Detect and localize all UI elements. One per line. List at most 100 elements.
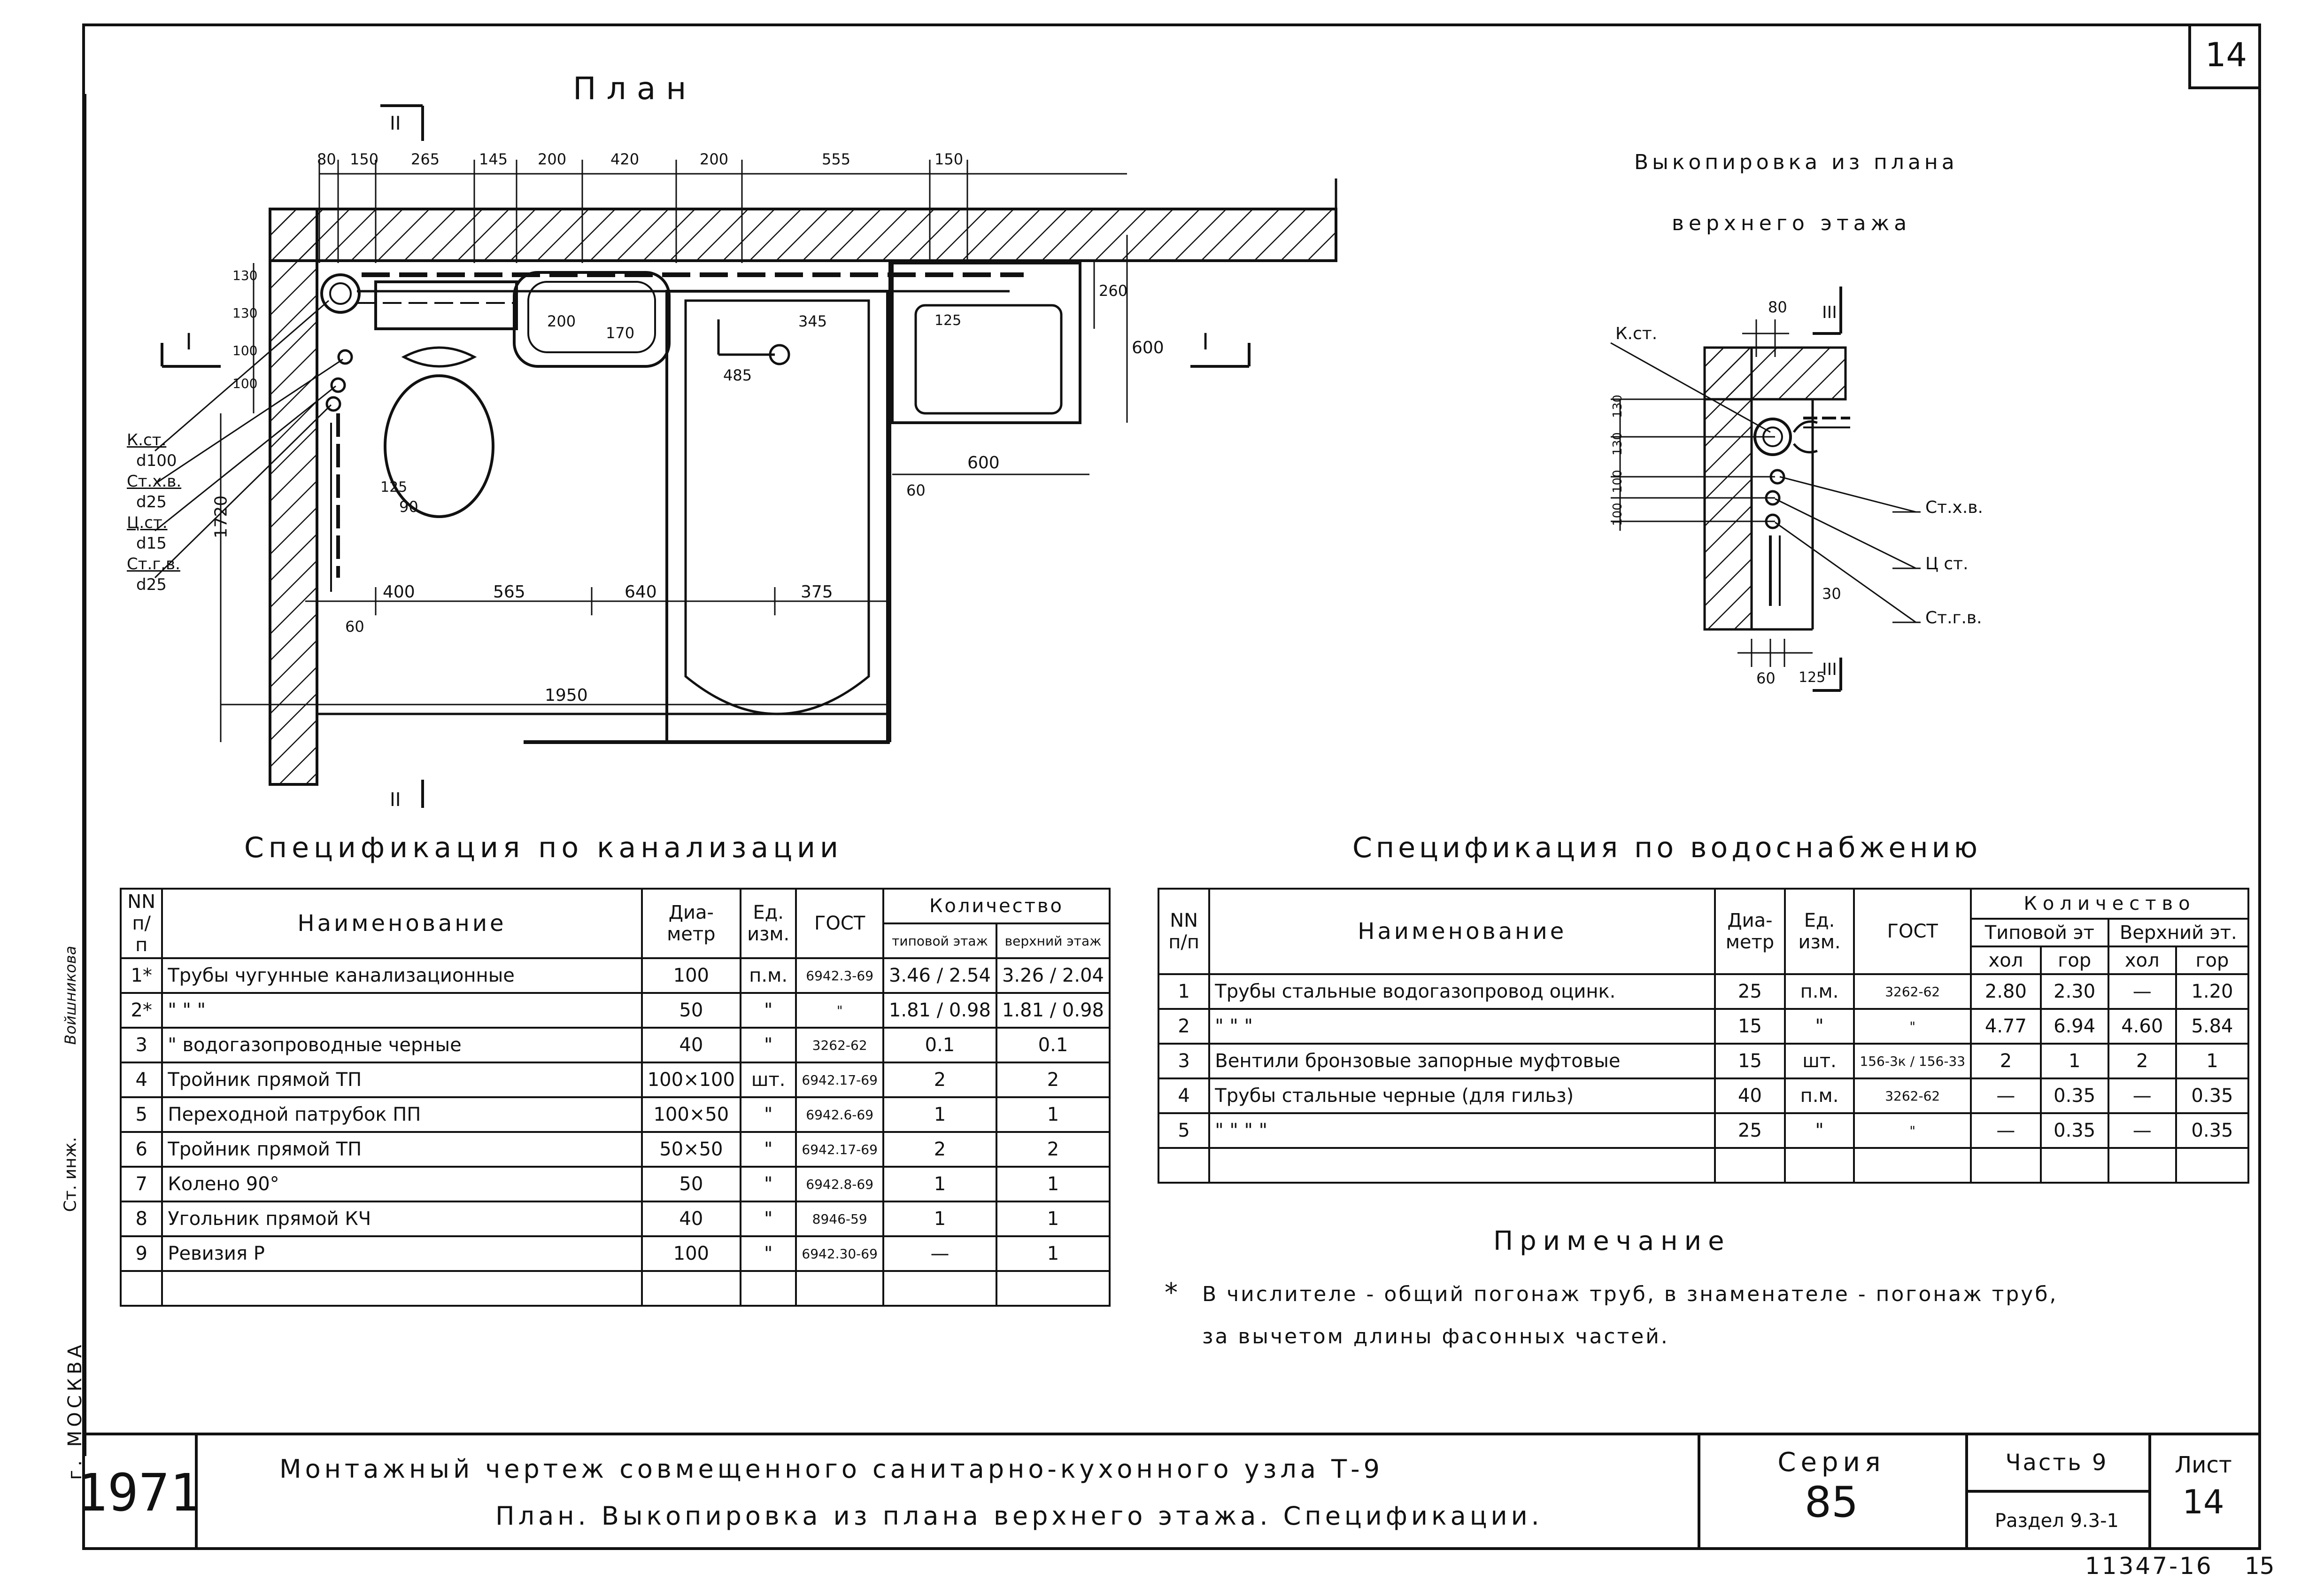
bottom-dim-375: 375: [801, 582, 833, 602]
water-h-qty: Количество: [1970, 888, 2249, 920]
title-block: 1971 Монтажный чертеж совмещенного санит…: [77, 1433, 2261, 1550]
water-cell-u-cold: —: [2107, 1112, 2177, 1149]
water-spec-title: Спецификация по водоснабжению: [1352, 831, 1982, 864]
sewer-cell-upper: 2: [995, 1131, 1111, 1168]
water-cell-u-cold: [2107, 1147, 2177, 1184]
sewer-h-unit: Ед. изм.: [739, 888, 797, 959]
sheet-number-box: 14: [2188, 23, 2261, 89]
sewer-cell-n: 1*: [119, 957, 163, 994]
excerpt-title-line2: верхнего этажа: [1672, 211, 1912, 235]
sewer-cell-upper: 1: [995, 1235, 1111, 1272]
part-label: Часть 9: [1965, 1435, 2148, 1493]
section-mark-I-left: I: [185, 329, 193, 355]
water-h-t-cold: хол: [1970, 946, 2042, 975]
engineer-role: Ст. инж.: [61, 1137, 80, 1212]
sewer-cell-typical: —: [882, 1235, 997, 1272]
excerpt-drawing: [1610, 287, 1921, 692]
sewer-cell-upper: 0.1: [995, 1027, 1111, 1063]
bottom-code: 11347-16: [2085, 1552, 2213, 1580]
toilet-bowl: [384, 374, 494, 518]
sewer-cell-gost: 6942.17-69: [795, 1062, 884, 1098]
dim-600-vert: 600: [1132, 338, 1164, 357]
excerpt-label-st-xv: Ст.х.в.: [1925, 498, 1983, 517]
drawing-title-cell: Монтажный чертеж совмещенного санитарно-…: [195, 1435, 1700, 1550]
water-h-u-hot: гор: [2175, 946, 2250, 975]
sewer-cell-upper: 2: [995, 1062, 1111, 1098]
sewer-cell-name: " водогазопроводные черные: [161, 1027, 643, 1063]
water-h-num: NN п/п: [1157, 888, 1211, 975]
sewer-cell-dia: 50×50: [641, 1131, 741, 1168]
water-h-gost: ГОСТ: [1853, 888, 1972, 975]
riser-c-st-dia: d15: [136, 534, 167, 553]
water-cell-t-cold: 2: [1970, 1043, 2042, 1079]
dim-200b: 200: [700, 150, 729, 168]
series-cell: Серия 85: [1698, 1435, 1968, 1550]
riser-st-gv-dia: d25: [136, 575, 167, 594]
water-cell-n: 1: [1157, 973, 1211, 1010]
sewer-cell-typical: 1: [882, 1166, 997, 1202]
sewer-cell-upper: 1.81 / 0.98: [995, 992, 1111, 1029]
sewer-cell-typical: 2: [882, 1131, 997, 1168]
sewer-cell-gost: [795, 1270, 884, 1307]
engineer-name: Войшникова: [62, 946, 79, 1045]
water-cell-t-cold: —: [1970, 1077, 2042, 1114]
water-h-dia: Диа-метр: [1714, 888, 1786, 975]
sewer-row: [119, 1270, 1111, 1307]
water-cell-gost: 3262-62: [1853, 1077, 1972, 1114]
sewer-cell-unit: ": [739, 1096, 797, 1133]
sewer-cell-n: 2*: [119, 992, 163, 1029]
drawing-frame: [82, 23, 2261, 1550]
bottom-dim-400: 400: [383, 582, 415, 602]
drawing-title-line2: План. Выкопировка из плана верхнего этаж…: [495, 1501, 1543, 1531]
dim-150b: 150: [934, 150, 964, 168]
series-value: 85: [1804, 1478, 1859, 1527]
water-cell-t-hot: [2039, 1147, 2109, 1184]
sewer-cell-name: Тройник прямой ТП: [161, 1062, 643, 1098]
dim-265: 265: [411, 150, 440, 168]
sewer-h-typical: типовой этаж: [882, 922, 997, 959]
water-cell-u-cold: —: [2107, 973, 2177, 1010]
sewer-cell-name: Тройник прямой ТП: [161, 1131, 643, 1168]
water-cell-n: [1157, 1147, 1211, 1184]
sewer-cell-typical: 1: [882, 1201, 997, 1237]
excerpt-dim-60: 60: [1756, 669, 1776, 687]
water-cell-t-hot: 1: [2039, 1043, 2109, 1079]
series-label: Серия: [1777, 1447, 1885, 1478]
water-cell-t-cold: 4.77: [1970, 1008, 2042, 1045]
water-cell-n: 2: [1157, 1008, 1211, 1045]
sewer-cell-typical: 1: [882, 1096, 997, 1133]
dim-90: 90: [399, 498, 418, 516]
sheet-value: 14: [2182, 1483, 2224, 1521]
excerpt-section-III-top: III: [1822, 303, 1837, 322]
dim-345: 345: [798, 312, 827, 330]
dim-150: 150: [350, 150, 379, 168]
sewer-cell-n: 5: [119, 1096, 163, 1133]
sewer-h-qty: Количество: [882, 888, 1111, 924]
sewer-cell-name: Переходной патрубок ПП: [161, 1096, 643, 1133]
water-cell-t-hot: 0.35: [2039, 1077, 2109, 1114]
bottom-page-number: 15: [2245, 1552, 2275, 1580]
water-cell-name: " " " ": [1208, 1112, 1716, 1149]
riser-c-st: Ц.ст.: [127, 513, 168, 532]
water-cell-dia: 40: [1714, 1077, 1786, 1114]
dim-260: 260: [1099, 282, 1128, 300]
sewer-cell-name: [161, 1270, 643, 1307]
sewer-cell-upper: 1: [995, 1096, 1111, 1133]
water-cell-unit: ": [1784, 1112, 1855, 1149]
sewer-h-gost: ГОСТ: [795, 888, 884, 959]
left-dim-130a: 130: [232, 268, 258, 283]
water-cell-n: 4: [1157, 1077, 1211, 1114]
dim-600-horiz: 600: [967, 453, 1000, 473]
sewer-cell-dia: 40: [641, 1201, 741, 1237]
water-cell-u-cold: 4.60: [2107, 1008, 2177, 1045]
dim-145: 145: [479, 150, 508, 168]
plan-drawing: [154, 104, 1337, 808]
water-cell-t-hot: 6.94: [2039, 1008, 2109, 1045]
